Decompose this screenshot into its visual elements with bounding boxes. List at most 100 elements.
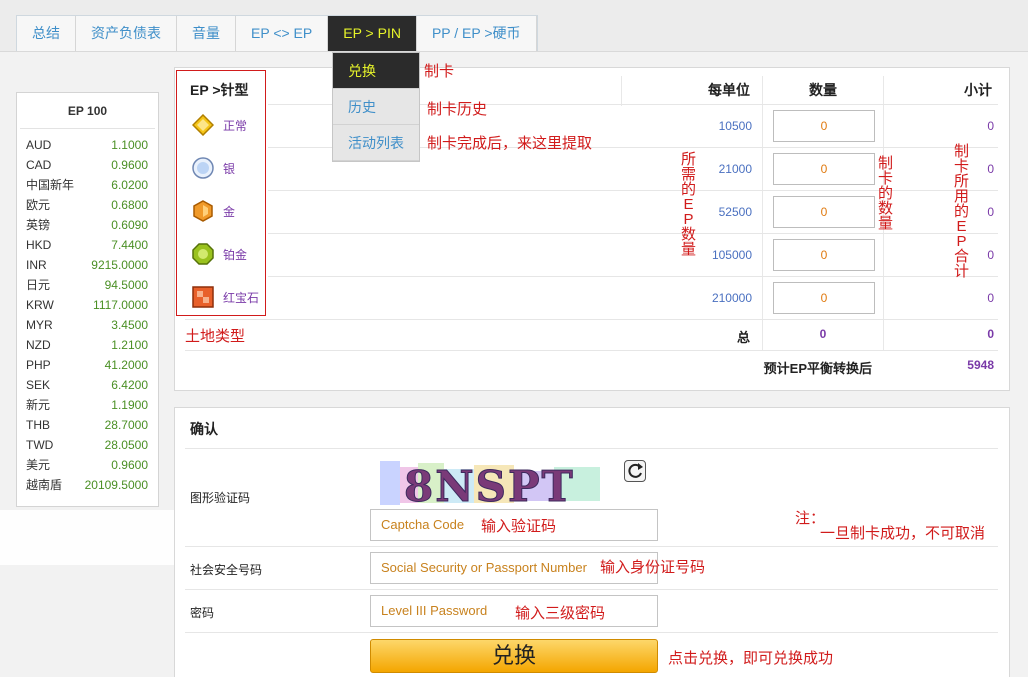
currency-rate: 0.9600 bbox=[111, 158, 148, 172]
currency-rate: 20109.5000 bbox=[84, 478, 148, 492]
refresh-captcha-icon[interactable] bbox=[624, 460, 646, 482]
currency-rate: 1117.0000 bbox=[93, 298, 148, 312]
ssn-passport-input[interactable]: Social Security or Passport Number bbox=[370, 552, 658, 584]
total-subtotal: 0 bbox=[987, 327, 994, 341]
row-divider bbox=[268, 190, 998, 191]
platinum-gem-icon bbox=[192, 243, 214, 265]
pin-type-label: 金 bbox=[223, 204, 236, 219]
exchange-rates-panel: EP 100 bbox=[16, 92, 159, 507]
tab-summary[interactable]: 总结 bbox=[17, 16, 76, 51]
currency-code: INR bbox=[26, 258, 47, 272]
currency-code: CAD bbox=[26, 158, 52, 172]
captcha-text: 8NSPT bbox=[404, 462, 575, 509]
menu-item-exchange[interactable]: 兑换 bbox=[333, 53, 419, 89]
total-label: 总 bbox=[736, 330, 750, 345]
pin-type-normal: 正常 bbox=[192, 113, 247, 137]
currency-code: HKD bbox=[26, 238, 52, 252]
main-tabs: 总结 资产负债表 音量 EP <> EP EP > PIN PP / EP >硬… bbox=[16, 15, 538, 51]
currency-code: TWD bbox=[26, 438, 54, 452]
currency-rate: 28.7000 bbox=[104, 418, 148, 432]
ruby-gem-icon bbox=[192, 286, 214, 308]
quantity-input[interactable]: 0 bbox=[773, 110, 875, 142]
currency-rate: 3.4500 bbox=[111, 318, 148, 332]
pin-type-ruby: 红宝石 bbox=[192, 285, 259, 309]
tab-ep-to-pin[interactable]: EP > PIN bbox=[328, 16, 417, 51]
currency-code: THB bbox=[26, 418, 50, 432]
pin-type-silver: 银 bbox=[192, 156, 235, 180]
row-subtotal: 0 bbox=[987, 162, 994, 176]
header-quantity: 数量 bbox=[809, 82, 837, 98]
tab-ep-to-ep[interactable]: EP <> EP bbox=[236, 16, 329, 51]
tab-balance-sheet[interactable]: 资产负债表 bbox=[76, 16, 177, 51]
currency-code: 日元 bbox=[26, 278, 51, 292]
balance-after-label: 预计EP平衡转换后 bbox=[763, 361, 872, 376]
row-subtotal: 0 bbox=[987, 248, 994, 262]
silver-gem-icon bbox=[192, 157, 214, 179]
tab-volume[interactable]: 音量 bbox=[177, 16, 236, 51]
currency-code: 中国新年 bbox=[26, 178, 75, 192]
captcha-graphic: 8NSPT bbox=[380, 461, 600, 509]
level3-password-input[interactable]: Level III Password bbox=[370, 595, 658, 627]
unit-price: 10500 bbox=[718, 119, 752, 133]
currency-code: AUD bbox=[26, 138, 52, 152]
currency-rate: 6.0200 bbox=[111, 178, 148, 192]
currency-rate: 1.1000 bbox=[111, 138, 148, 152]
land-type-highlight-box bbox=[176, 70, 266, 316]
quantity-input[interactable]: 0 bbox=[773, 196, 875, 228]
quantity-input[interactable]: 0 bbox=[773, 239, 875, 271]
currency-code: SEK bbox=[26, 378, 51, 392]
header-per-unit: 每单位 bbox=[708, 82, 750, 98]
unit-price: 210000 bbox=[711, 291, 752, 305]
quantity-input[interactable]: 0 bbox=[773, 153, 875, 185]
currency-code: 美元 bbox=[26, 458, 51, 472]
currency-rate: 0.9600 bbox=[111, 458, 148, 472]
menu-item-activity-list[interactable]: 活动列表 bbox=[333, 125, 419, 161]
row-divider bbox=[185, 546, 998, 547]
pin-type-platinum: 铂金 bbox=[192, 242, 247, 266]
currency-code: NZD bbox=[26, 338, 51, 352]
divider bbox=[883, 76, 884, 350]
ssn-label: 社会安全号码 bbox=[190, 563, 263, 577]
rate-row: 越南盾 20109.5000 bbox=[26, 475, 148, 495]
annotation-history: 制卡历史 bbox=[427, 101, 488, 118]
currency-code: 新元 bbox=[26, 398, 51, 412]
pin-type-label: 铂金 bbox=[223, 247, 248, 262]
currency-rate: 41.2000 bbox=[104, 358, 148, 372]
row-divider bbox=[268, 147, 998, 148]
row-divider bbox=[185, 448, 998, 449]
annotation-enter-id: 输入身份证号码 bbox=[600, 559, 706, 576]
currency-code: 越南盾 bbox=[26, 478, 63, 492]
currency-code: 英镑 bbox=[26, 218, 51, 232]
top-bar: 总结 资产负债表 音量 EP <> EP EP > PIN PP / EP >硬… bbox=[0, 0, 1028, 52]
ep-pin-dropdown-menu: 兑换 历史 活动列表 bbox=[332, 52, 420, 162]
row-divider bbox=[185, 350, 998, 351]
row-subtotal: 0 bbox=[987, 119, 994, 133]
exchange-button[interactable]: 兑换 bbox=[370, 639, 658, 673]
menu-item-history[interactable]: 历史 bbox=[333, 89, 419, 125]
row-divider bbox=[268, 104, 998, 105]
rate-row: THB 28.7000 bbox=[26, 415, 148, 435]
captcha-image: 8NSPT bbox=[380, 459, 620, 509]
rate-row: SEK 6.4200 bbox=[26, 375, 148, 395]
password-label: 密码 bbox=[190, 606, 215, 620]
annotation-click-exchange: 点击兑换，即可兑换成功 bbox=[668, 650, 834, 667]
currency-rate: 6.4200 bbox=[111, 378, 148, 392]
captcha-input[interactable]: Captcha Code bbox=[370, 509, 658, 541]
annotation-ep-total: 制卡所用的EP合计 bbox=[953, 143, 969, 280]
quantity-input[interactable]: 0 bbox=[773, 282, 875, 314]
rate-row: CAD 0.9600 bbox=[26, 155, 148, 175]
pin-type-label: 红宝石 bbox=[223, 290, 260, 305]
tab-pp-ep-coin[interactable]: PP / EP >硬币 bbox=[417, 16, 537, 51]
annotation-exchange: 制卡 bbox=[424, 63, 455, 80]
currency-rate: 0.6800 bbox=[111, 198, 148, 212]
captcha-label: 图形验证码 bbox=[190, 491, 251, 505]
annotation-enter-captcha: 输入验证码 bbox=[481, 518, 557, 535]
annotation-note-head: 注： bbox=[795, 510, 826, 527]
currency-rate: 1.1900 bbox=[111, 398, 148, 412]
row-divider bbox=[268, 233, 998, 234]
